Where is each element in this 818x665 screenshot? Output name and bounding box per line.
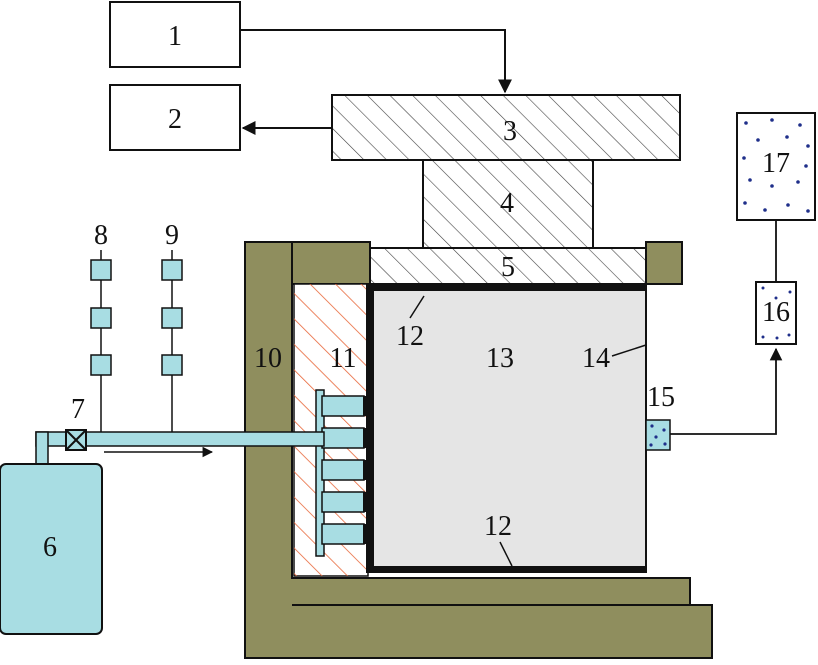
label-9: 9 (165, 220, 179, 251)
leader-14 (611, 344, 647, 357)
label-14: 14 (582, 343, 610, 374)
label-11: 11 (330, 343, 357, 374)
label-3: 3 (503, 116, 517, 147)
box-1: 1 (109, 1, 241, 68)
loading-plate-3: 3 (331, 94, 681, 161)
piston-4: 4 (422, 159, 594, 249)
label-8: 8 (94, 220, 108, 251)
box-16: 16 (755, 281, 797, 345)
gas-bottle-6: 6 (0, 463, 103, 635)
label-2: 2 (168, 104, 182, 135)
sensor-15: 15 (645, 382, 675, 451)
label-17: 17 (762, 148, 790, 179)
label-12-bottom: 12 (484, 511, 512, 542)
gas-pipe (35, 431, 325, 469)
top-plate-5: 5 (369, 247, 647, 285)
label-10: 10 (254, 343, 282, 374)
gas-manifold (315, 389, 374, 557)
box-17: 17 (736, 112, 816, 221)
label-7: 7 (71, 394, 85, 425)
label-6: 6 (43, 532, 57, 563)
frame-top-right-block (645, 241, 683, 285)
label-4: 4 (500, 188, 514, 219)
arrow-1-to-3 (240, 29, 512, 94)
label-15: 15 (647, 382, 675, 413)
label-1: 1 (168, 21, 182, 52)
leader-12-top (409, 295, 425, 319)
label-12-top: 12 (396, 321, 424, 352)
gauge-chain-8: 8 (90, 220, 112, 432)
frame-top-left-block (291, 241, 371, 285)
sample-13: 13 (369, 285, 647, 573)
label-5: 5 (501, 252, 515, 283)
label-16: 16 (762, 297, 790, 328)
valve-7: 7 (65, 394, 87, 451)
leader-12-bottom (499, 541, 513, 567)
label-13: 13 (486, 343, 514, 374)
gauge-chain-9: 9 (161, 220, 183, 432)
arrow-15-to-16 (670, 347, 783, 435)
box-2: 2 (109, 84, 241, 151)
